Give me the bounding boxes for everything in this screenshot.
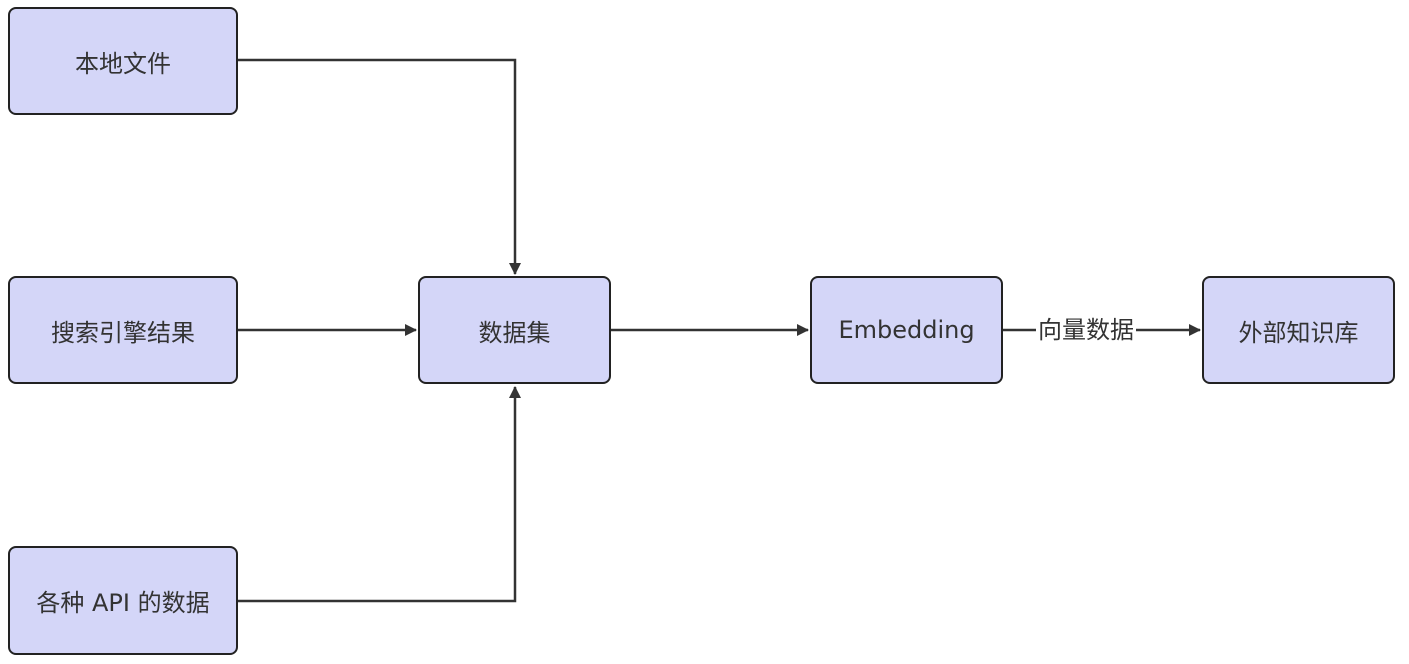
node-dataset: 数据集 bbox=[418, 276, 611, 384]
node-api-data-label: 各种 API 的数据 bbox=[36, 589, 210, 617]
node-local-files-label: 本地文件 bbox=[75, 49, 171, 78]
node-api-data: 各种 API 的数据 bbox=[8, 546, 238, 655]
node-search-results: 搜索引擎结果 bbox=[8, 276, 238, 384]
edge-api-data-to-dataset bbox=[238, 386, 521, 603]
edge-local-files-to-dataset bbox=[238, 58, 521, 275]
node-knowledge-base: 外部知识库 bbox=[1202, 276, 1395, 384]
node-embedding: Embedding bbox=[810, 276, 1003, 384]
node-local-files: 本地文件 bbox=[8, 7, 238, 115]
node-embedding-label: Embedding bbox=[838, 316, 975, 344]
node-search-results-label: 搜索引擎结果 bbox=[51, 318, 195, 347]
edge-label-vector-data: 向量数据 bbox=[1036, 316, 1136, 344]
node-knowledge-base-label: 外部知识库 bbox=[1238, 318, 1359, 347]
node-dataset-label: 数据集 bbox=[478, 318, 551, 347]
